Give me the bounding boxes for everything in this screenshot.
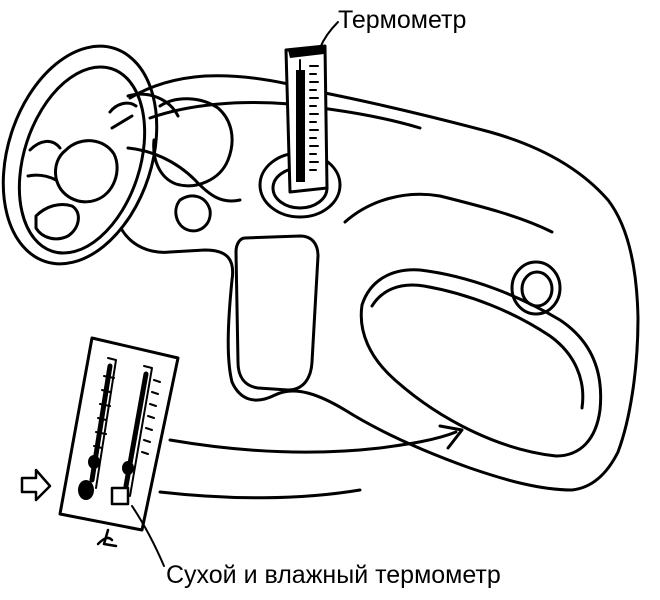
bottom-inlet-arrow [96,528,118,548]
steering-wheel [1,44,159,266]
steering-spoke-left [26,140,62,182]
right-vent-inner [520,270,554,308]
dry-wet-leader [131,505,165,567]
airflow-arrow-lower [158,488,362,500]
dashboard-top-line [148,101,422,130]
steering-wheel-inner [17,65,147,255]
inlet-arrow [20,468,52,502]
hood-to-vent-line [126,146,242,203]
glovebox-inner [370,283,585,410]
thermometer-top [284,44,329,194]
dry-wet-thermometer-label: Сухой и влажный термометр [166,561,501,589]
dashboard-ridge [343,192,554,234]
left-vent [174,194,212,233]
instrument-hood [152,97,234,188]
steering-hub [54,139,119,204]
dashboard-outline [120,74,640,492]
glovebox-outline [359,268,603,458]
steering-spoke-lower [34,202,80,241]
thermometer-leader [319,21,339,49]
steering-column [126,92,180,118]
steering-spoke-upper [108,101,138,130]
thermometer-label: Термометр [338,6,467,34]
dry-wet-thermometer-unit [58,336,180,532]
right-vent [510,260,562,316]
airflow-arrow-curve [168,430,458,454]
airflow-arrow-head [438,424,464,450]
center-console [234,234,320,392]
